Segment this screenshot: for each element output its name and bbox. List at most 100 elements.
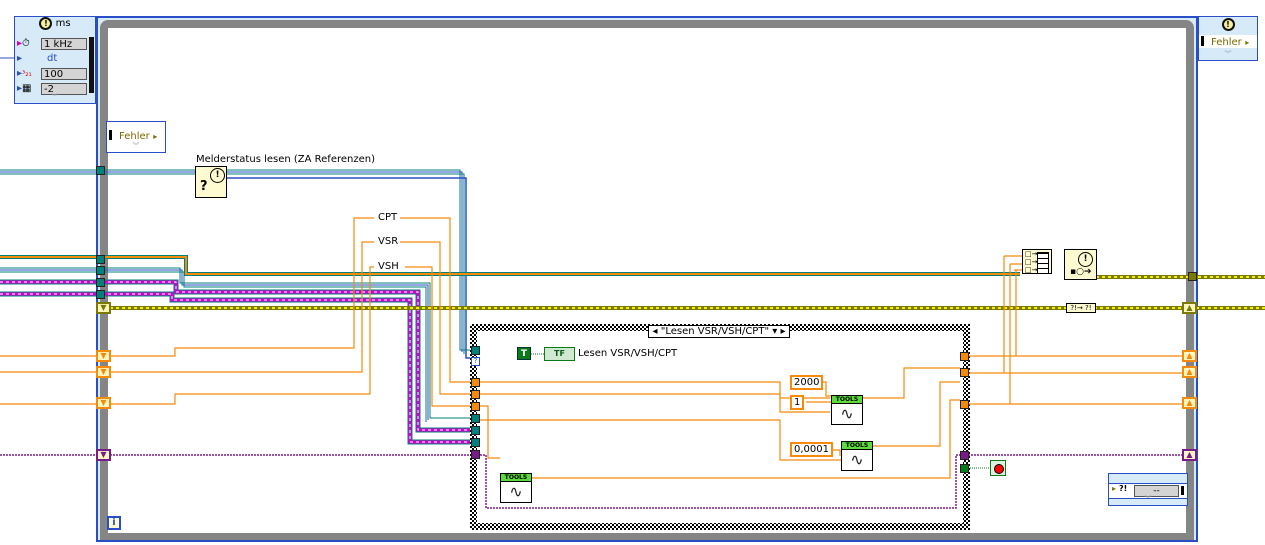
numeric-constant-2000[interactable]: 2000 xyxy=(790,375,824,390)
info-icon[interactable]: i xyxy=(107,516,121,530)
left-error-node[interactable]: Fehler ▸ ︾ xyxy=(106,121,166,153)
tools-subvi-1[interactable]: TOOLS ∿ xyxy=(831,395,863,425)
shift-register-right-vsh[interactable]: ▲ xyxy=(1182,397,1197,409)
case-output-tunnel[interactable] xyxy=(960,352,969,361)
question-icon: ? xyxy=(200,179,208,194)
priority-icon: ³₂₁ xyxy=(22,69,32,78)
shift-register-left-purple[interactable]: ▼ xyxy=(96,449,111,461)
timing-source-value[interactable]: 1 kHz xyxy=(41,38,87,50)
wire-label-vsr: VSR xyxy=(378,236,399,247)
case-output-tunnel[interactable] xyxy=(960,368,969,377)
timing-source-row[interactable]: ▸⏱ 1 kHz xyxy=(17,38,87,51)
wire-label-vsh: VSH xyxy=(378,261,399,272)
error-input-row[interactable]: Fehler ▸ xyxy=(107,129,165,142)
tools-header: TOOLS xyxy=(842,442,872,450)
expand-chevron-icon[interactable]: ︾ xyxy=(132,142,140,150)
stop-button[interactable] xyxy=(990,460,1006,476)
shift-register-left-vsh[interactable]: ▼ xyxy=(96,397,111,409)
boolean-indicator[interactable]: TF xyxy=(544,347,575,361)
processor-value[interactable]: -2 xyxy=(41,83,87,95)
shift-register-right-vsr[interactable]: ▲ xyxy=(1182,366,1197,378)
next-case-arrow-icon[interactable]: ▸ xyxy=(780,326,786,337)
error-cluster-indicator[interactable]: ▸ ?! -- ︾ xyxy=(1108,473,1188,506)
sine-wave-icon: ∿ xyxy=(850,450,864,469)
shift-register-left-vsr[interactable]: ▼ xyxy=(96,366,111,378)
tools-header: TOOLS xyxy=(501,474,531,482)
shift-register-right-cpt[interactable]: ▲ xyxy=(1182,350,1197,362)
timed-loop-input-node[interactable]: ! ms ▸⏱ 1 kHz ▸ dt ▸³₂₁ 100 ▸▦ -2 ︾ xyxy=(14,16,96,104)
numeric-constant-0001[interactable]: 0,0001 xyxy=(790,442,833,457)
processor-icon: ▦ xyxy=(22,83,32,94)
case-numeric-tunnel[interactable] xyxy=(471,390,480,399)
priority-row[interactable]: ▸³₂₁ 100 xyxy=(17,68,87,81)
case-dropdown-icon[interactable]: ▾ xyxy=(772,326,778,337)
shift-register-right-purple[interactable]: ▲ xyxy=(1182,449,1197,461)
tools-subvi-2[interactable]: TOOLS ∿ xyxy=(841,441,873,471)
case-reference-tunnel[interactable] xyxy=(471,438,480,447)
case-selector[interactable]: ◂ "Lesen VSR/VSH/CPT" ▾ ▸ xyxy=(648,325,790,338)
string-wires xyxy=(0,279,470,445)
boolean-indicator-label: Lesen VSR/VSH/CPT xyxy=(578,348,678,359)
numeric-constant-1[interactable]: 1 xyxy=(790,395,805,410)
shift-register-right-error[interactable]: ▲ xyxy=(1182,302,1197,314)
clock-icon: ! xyxy=(1221,18,1235,31)
reference-tunnel[interactable] xyxy=(96,278,105,287)
case-reference-tunnel[interactable] xyxy=(471,346,480,355)
true-constant[interactable]: T xyxy=(517,347,531,360)
shift-register-left-cpt[interactable]: ▼ xyxy=(96,350,111,362)
case-boolean-output-tunnel[interactable] xyxy=(960,464,969,473)
error-output-row[interactable]: Fehler ▸ xyxy=(1199,35,1257,48)
sine-wave-icon: ∿ xyxy=(509,482,523,501)
expand-chevron-icon[interactable]: ︾ xyxy=(1224,50,1232,58)
error-convert-node[interactable]: ?!→ ?! xyxy=(1066,303,1096,313)
case-selector-terminal[interactable]: ? xyxy=(471,357,480,366)
error-cluster-value: -- xyxy=(1134,485,1179,497)
clock-icon: ! xyxy=(39,17,53,30)
reference-tunnel[interactable] xyxy=(96,266,105,275)
wire-label-cpt: CPT xyxy=(378,212,398,223)
error-cluster-icon: ?! xyxy=(1119,484,1128,493)
reference-tunnel[interactable] xyxy=(96,255,105,264)
case-purple-tunnel[interactable] xyxy=(471,450,480,459)
sine-wave-icon: ∿ xyxy=(840,404,854,423)
timed-loop-header: ! ms xyxy=(15,17,95,37)
case-purple-output-tunnel[interactable] xyxy=(960,451,969,460)
tools-subvi-3[interactable]: TOOLS ∿ xyxy=(500,473,532,503)
resize-bar[interactable] xyxy=(89,37,94,93)
prev-case-arrow-icon[interactable]: ◂ xyxy=(652,326,658,337)
tools-header: TOOLS xyxy=(832,396,862,404)
reference-tunnel[interactable] xyxy=(96,290,105,299)
expand-chevron-icon[interactable]: ︾ xyxy=(51,93,59,101)
reference-tunnel[interactable] xyxy=(96,166,105,175)
warning-icon: ! xyxy=(1078,252,1093,267)
case-reference-tunnel[interactable] xyxy=(471,414,480,423)
melderstatus-subvi[interactable]: ? ! xyxy=(195,166,227,198)
case-numeric-tunnel[interactable] xyxy=(471,402,480,411)
error-handler-subvi[interactable]: ! ▪○➔ xyxy=(1064,249,1097,280)
bundle-array-icon: □→□→□→ xyxy=(1025,250,1038,274)
subvi-label: Melderstatus lesen (ZA Referenzen) xyxy=(196,154,376,165)
case-structure-diagram xyxy=(477,331,963,523)
expand-chevron-icon[interactable]: ︾ xyxy=(1144,495,1152,503)
error-tunnel[interactable] xyxy=(1188,272,1197,281)
purple-wire xyxy=(0,353,1188,509)
numeric-wires xyxy=(0,217,1188,479)
case-selector-label: "Lesen VSR/VSH/CPT" xyxy=(660,326,770,337)
reference-wires xyxy=(0,267,470,422)
dt-label: dt xyxy=(47,53,58,64)
orange-teal-wire xyxy=(0,255,1020,276)
dt-row[interactable]: ▸ dt xyxy=(17,53,58,64)
warning-icon: ! xyxy=(210,168,225,183)
loop-unit-label: ms xyxy=(55,18,71,29)
case-output-tunnel[interactable] xyxy=(960,400,969,409)
processor-row[interactable]: ▸▦ -2 xyxy=(17,83,87,96)
bundle-to-array-node[interactable]: □→□→□→ xyxy=(1022,249,1052,274)
error-input-label: Fehler xyxy=(119,131,150,142)
priority-value[interactable]: 100 xyxy=(41,68,87,80)
error-output-label: Fehler xyxy=(1211,37,1242,48)
shift-register-left-error[interactable]: ▼ xyxy=(96,302,111,314)
case-reference-tunnel[interactable] xyxy=(471,426,480,435)
case-numeric-tunnel[interactable] xyxy=(471,378,480,387)
error-out-arrow-icon: ▪○➔ xyxy=(1070,267,1092,277)
timed-loop-output-node[interactable]: ! Fehler ▸ ︾ xyxy=(1198,16,1258,61)
